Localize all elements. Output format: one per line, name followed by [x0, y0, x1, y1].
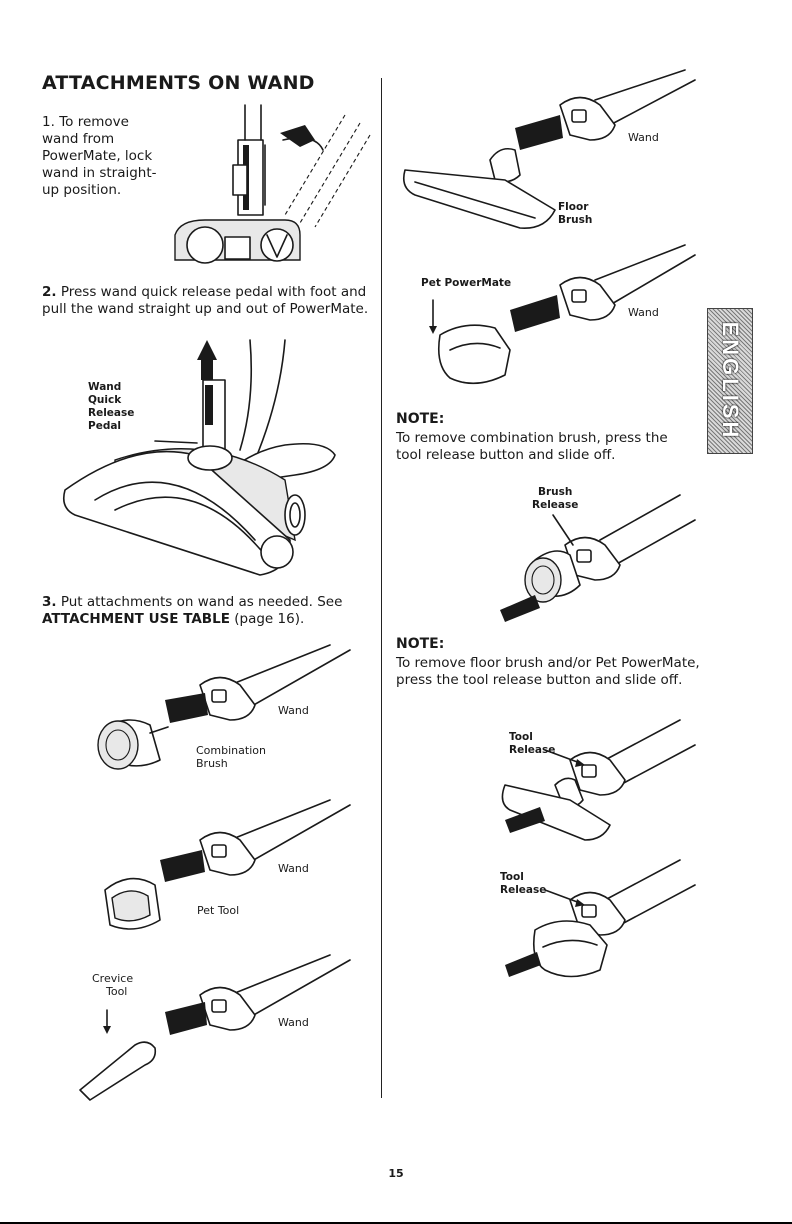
- tool-release-pet-illustration: [505, 859, 696, 978]
- tool-release-1-line2: Release: [509, 744, 556, 756]
- tool-release-2-label: Tool Release: [500, 871, 546, 897]
- crevice-label-line1: Crevice: [92, 972, 134, 985]
- brush-release-label: Brush Release: [532, 486, 578, 512]
- floor-wand-label: Wand: [628, 131, 659, 144]
- pet-tool-illustration: [104, 799, 351, 930]
- step-2-illustration: [62, 339, 336, 576]
- tool-release-floor-illustration: [501, 719, 696, 841]
- brush-release-illustration: [500, 494, 696, 622]
- step-1-number: 1.: [42, 114, 55, 130]
- step-3-page: (page 16).: [234, 611, 305, 627]
- step-2-text: Press wand quick release pedal with foot…: [42, 284, 369, 317]
- label-release: Release: [88, 407, 135, 419]
- step-3-ref: ATTACHMENT USE TABLE: [42, 611, 230, 627]
- combo-tool-label: Combination Brush: [196, 744, 266, 770]
- label-pedal: Pedal: [88, 420, 122, 432]
- pet-tool-label: Pet Tool: [197, 904, 240, 917]
- tool-release-1-label: Tool Release: [509, 731, 555, 757]
- note-2-text: To remove floor brush and/or Pet PowerMa…: [396, 655, 700, 688]
- note-1-heading: NOTE:: [396, 411, 445, 427]
- note-1-text: To remove combination brush, press the t…: [396, 430, 668, 463]
- step-2: 2. Press wand quick release pedal with f…: [42, 284, 372, 318]
- combo-brush-illustration: [97, 644, 351, 770]
- pet-powermate-illustration: [429, 244, 696, 385]
- brush-release-line1: Brush: [538, 486, 573, 498]
- column-divider: [381, 78, 382, 1098]
- combo-wand-label: Wand: [278, 704, 309, 717]
- floor-label-line2: Brush: [558, 214, 593, 226]
- crevice-label-line2: Tool: [106, 985, 128, 998]
- crevice-tool-illustration: [79, 954, 351, 1101]
- crevice-wand-label: Wand: [278, 1016, 309, 1029]
- note-2-heading: NOTE:: [396, 636, 445, 652]
- floor-label-line1: Floor: [558, 201, 589, 213]
- pet-powermate-label: Pet PowerMate: [421, 277, 512, 289]
- bottom-rule: [0, 1222, 792, 1224]
- language-tab-label: ENGLISH: [718, 321, 743, 441]
- crevice-tool-label: Crevice Tool: [92, 972, 133, 998]
- combo-label-line1: Combination: [196, 744, 266, 757]
- page-number: 15: [388, 1167, 404, 1180]
- tool-release-2-line2: Release: [500, 884, 547, 896]
- page-title: ATTACHMENTS ON WAND: [42, 72, 315, 94]
- pet-wand-label: Wand: [278, 862, 309, 875]
- pet-powermate-wand-label: Wand: [628, 306, 659, 319]
- tool-release-1-line1: Tool: [509, 731, 533, 743]
- tool-release-2-line1: Tool: [500, 871, 524, 883]
- step-3-text: Put attachments on wand as needed. See: [60, 594, 343, 610]
- floor-tool-label: Floor Brush: [558, 201, 592, 227]
- step-2-number: 2.: [42, 284, 57, 300]
- label-wand: Wand: [88, 381, 122, 393]
- combo-label-line2: Brush: [196, 757, 228, 770]
- step-1-illustration: [174, 104, 371, 264]
- step-3: 3. Put attachments on wand as needed. Se…: [42, 594, 374, 628]
- step-3-number: 3.: [42, 594, 57, 610]
- label-quick: Quick: [88, 394, 122, 406]
- brush-release-line2: Release: [532, 499, 579, 511]
- floor-brush-illustration: [402, 69, 696, 229]
- pedal-labels: Wand Quick Release Pedal: [88, 381, 134, 433]
- language-tab: ENGLISH: [707, 308, 753, 454]
- step-1: 1. To remove wand from PowerMate, lock w…: [42, 114, 162, 199]
- step-1-text: To remove wand from PowerMate, lock wand…: [42, 114, 157, 198]
